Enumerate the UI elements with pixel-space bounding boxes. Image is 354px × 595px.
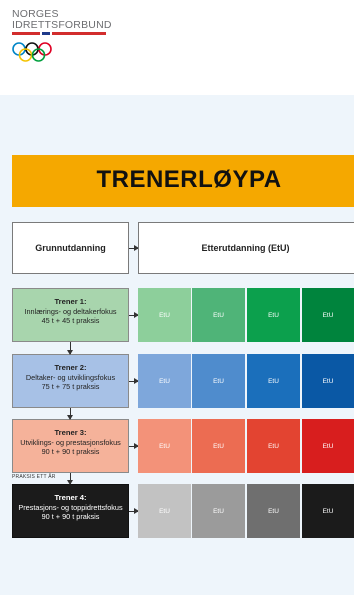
level-trener-2: Trener 2: Deltaker- og utviklingsfokus 7… — [12, 354, 129, 408]
etu-cell: EtU — [138, 288, 191, 342]
etu-label: EtU — [159, 377, 170, 385]
org-logo-text: NORGES IDRETTSFORBUND — [12, 9, 112, 31]
etu-label: EtU — [159, 442, 170, 450]
etu-cell: EtU — [302, 419, 354, 473]
etu-cell: EtU — [302, 354, 354, 408]
banner-title: TRENERLØYPA — [96, 166, 282, 193]
etu-label: EtU — [159, 311, 170, 319]
etu-cell: EtU — [192, 288, 245, 342]
grunnutdanning-label: Grunnutdanning — [35, 243, 106, 253]
etu-label: EtU — [322, 507, 334, 515]
flag-stripe-red-2 — [52, 32, 106, 35]
etu-label: EtU — [322, 377, 334, 385]
etu-cell: EtU — [192, 354, 245, 408]
etu-cell: EtU — [247, 484, 300, 538]
etu-cell: EtU — [138, 354, 191, 408]
etu-label: EtU — [213, 507, 224, 515]
level-title: Trener 4: — [54, 493, 87, 502]
etu-cell: EtU — [302, 288, 354, 342]
olympic-rings-icon — [12, 42, 52, 62]
level-hours: 75 t + 75 t praksis — [41, 382, 100, 391]
etu-cell: EtU — [192, 484, 245, 538]
org-name-line1: NORGES — [12, 8, 59, 20]
level-focus: Prestasjons- og toppidrettsfokus — [18, 502, 123, 512]
etu-label: EtU — [322, 442, 334, 450]
arrow-level3-to-etu — [129, 443, 139, 449]
etterutdanning-header: Etterutdanning (EtU) — [138, 222, 354, 274]
flag-stripe-red — [12, 32, 40, 35]
etu-cell: EtU — [138, 484, 191, 538]
etu-label: EtU — [268, 442, 279, 450]
etu-label: EtU — [213, 442, 224, 450]
etu-cell: EtU — [247, 288, 300, 342]
etu-label: EtU — [268, 507, 279, 515]
etu-label: EtU — [268, 377, 279, 385]
arrow-level1-to-level2 — [67, 342, 73, 355]
grunnutdanning-header: Grunnutdanning — [12, 222, 129, 274]
level-title: Trener 3: — [54, 428, 87, 437]
level-hours: 90 t + 90 t praksis — [41, 512, 100, 521]
etu-label: EtU — [213, 377, 224, 385]
level-trener-1: Trener 1: Innlærings- og deltakerfokus 4… — [12, 288, 129, 342]
level-focus: Utviklings- og prestasjonsfokus — [20, 437, 121, 447]
etu-label: EtU — [322, 311, 334, 319]
etu-label: EtU — [213, 311, 224, 319]
level-trener-3: Trener 3: Utviklings- og prestasjonsfoku… — [12, 419, 129, 473]
level-trener-4: Trener 4: Prestasjons- og toppidrettsfok… — [12, 484, 129, 538]
etu-cell: EtU — [192, 419, 245, 473]
etu-cell: EtU — [247, 419, 300, 473]
header-band — [0, 0, 354, 95]
etu-cell: EtU — [247, 354, 300, 408]
etu-label: EtU — [268, 311, 279, 319]
level-title: Trener 1: — [54, 297, 87, 306]
arrow-grunn-to-etu — [129, 245, 139, 251]
arrow-level2-to-etu — [129, 378, 139, 384]
etu-cell: EtU — [138, 419, 191, 473]
arrow-level2-to-level3 — [67, 408, 73, 420]
level-title: Trener 2: — [54, 363, 87, 372]
level-hours: 45 t + 45 t praksis — [41, 316, 100, 325]
etterutdanning-label: Etterutdanning (EtU) — [201, 243, 290, 253]
title-banner: TRENERLØYPA — [12, 155, 354, 207]
org-name-line2: IDRETTSFORBUND — [12, 19, 112, 31]
flag-stripe-blue — [42, 32, 50, 35]
level-focus: Innlærings- og deltakerfokus — [24, 306, 117, 316]
etu-label: EtU — [159, 507, 170, 515]
arrow-level3-to-level4 — [67, 473, 73, 485]
etu-cell: EtU — [302, 484, 354, 538]
arrow-level1-to-etu — [129, 312, 139, 318]
praksis-note: PRAKSIS ETT ÅR — [12, 474, 56, 480]
level-hours: 90 t + 90 t praksis — [41, 447, 100, 456]
level-focus: Deltaker- og utviklingsfokus — [25, 372, 116, 382]
arrow-level4-to-etu — [129, 508, 139, 514]
